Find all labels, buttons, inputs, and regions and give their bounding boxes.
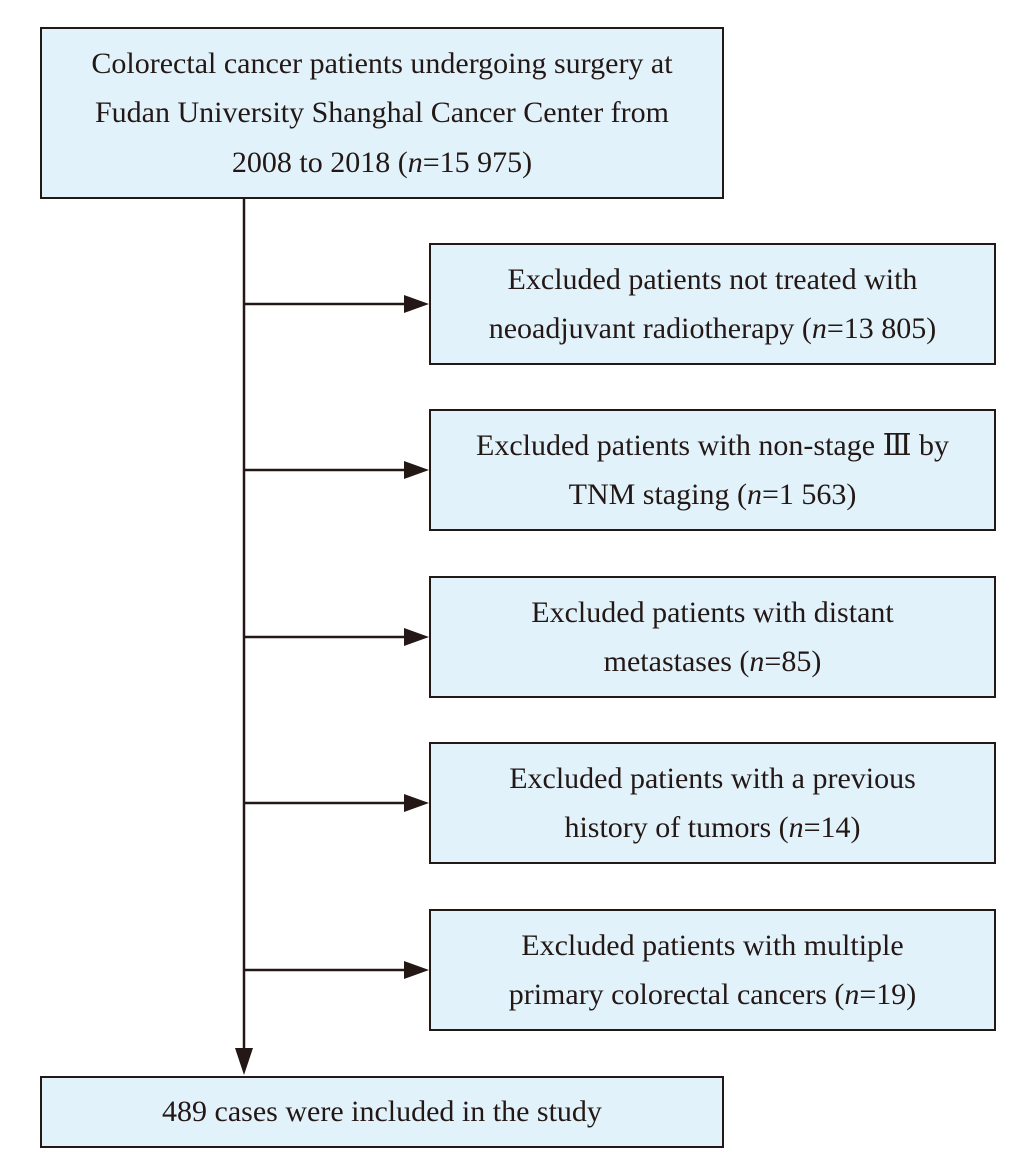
n-symbol: n bbox=[844, 978, 860, 1011]
exclusion-4-count: =14) bbox=[803, 811, 861, 844]
exclusion-4-line-2-prefix: history of tumors ( bbox=[564, 811, 789, 844]
exclusion-5-line-2-prefix: primary colorectal cancers ( bbox=[508, 978, 845, 1011]
exclusion-arrowhead-4 bbox=[404, 794, 429, 812]
exclusion-box-2: Excluded patients with non-stage Ⅲ by TN… bbox=[429, 409, 996, 531]
exclusion-1-line-1: Excluded patients not treated with bbox=[507, 262, 918, 296]
exclusion-arrowhead-1 bbox=[404, 295, 429, 313]
exclusion-box-5: Excluded patients with multiple primary … bbox=[429, 909, 996, 1031]
exclusion-arrowhead-5 bbox=[404, 961, 429, 979]
exclusion-3-count: =85) bbox=[764, 645, 822, 678]
exclusion-2-line-1: Excluded patients with non-stage Ⅲ by bbox=[476, 428, 949, 462]
exclusion-box-1: Excluded patients not treated with neoad… bbox=[429, 243, 996, 365]
n-symbol: n bbox=[407, 145, 423, 179]
exclusion-box-4: Excluded patients with a previous histor… bbox=[429, 742, 996, 864]
start-box-text: Colorectal cancer patients undergoing su… bbox=[91, 39, 672, 188]
exclusion-arrowhead-2 bbox=[404, 461, 429, 479]
exclusion-box-3: Excluded patients with distant metastase… bbox=[429, 576, 996, 698]
start-line-3-count: =15 975) bbox=[422, 145, 533, 179]
start-line-3-prefix: 2008 to 2018 ( bbox=[231, 145, 408, 179]
exclusion-1-count: =13 805) bbox=[826, 312, 937, 345]
n-symbol: n bbox=[746, 478, 762, 511]
start-box: Colorectal cancer patients undergoing su… bbox=[40, 27, 724, 199]
exclusion-3-line-1: Excluded patients with distant bbox=[531, 595, 894, 629]
n-symbol: n bbox=[749, 645, 765, 678]
start-line-2: Fudan University Shanghal Cancer Center … bbox=[94, 96, 669, 130]
exclusion-1-line-2-prefix: neoadjuvant radiotherapy ( bbox=[488, 312, 812, 345]
n-symbol: n bbox=[811, 312, 827, 345]
exclusion-2-line-2-prefix: TNM staging ( bbox=[568, 478, 747, 511]
start-line-1: Colorectal cancer patients undergoing su… bbox=[91, 46, 673, 80]
end-box-text: 489 cases were included in the study bbox=[162, 1095, 602, 1129]
exclusion-5-line-1: Excluded patients with multiple bbox=[521, 928, 904, 962]
exclusion-2-count: =1 563) bbox=[761, 478, 857, 511]
exclusion-arrowhead-3 bbox=[404, 628, 429, 646]
exclusion-4-line-1: Excluded patients with a previous bbox=[509, 761, 916, 795]
main-flow-arrowhead bbox=[235, 1048, 253, 1075]
exclusion-5-count: =19) bbox=[859, 978, 917, 1011]
n-symbol: n bbox=[788, 811, 804, 844]
exclusion-3-line-2-prefix: metastases ( bbox=[603, 645, 750, 678]
end-box: 489 cases were included in the study bbox=[40, 1076, 724, 1148]
